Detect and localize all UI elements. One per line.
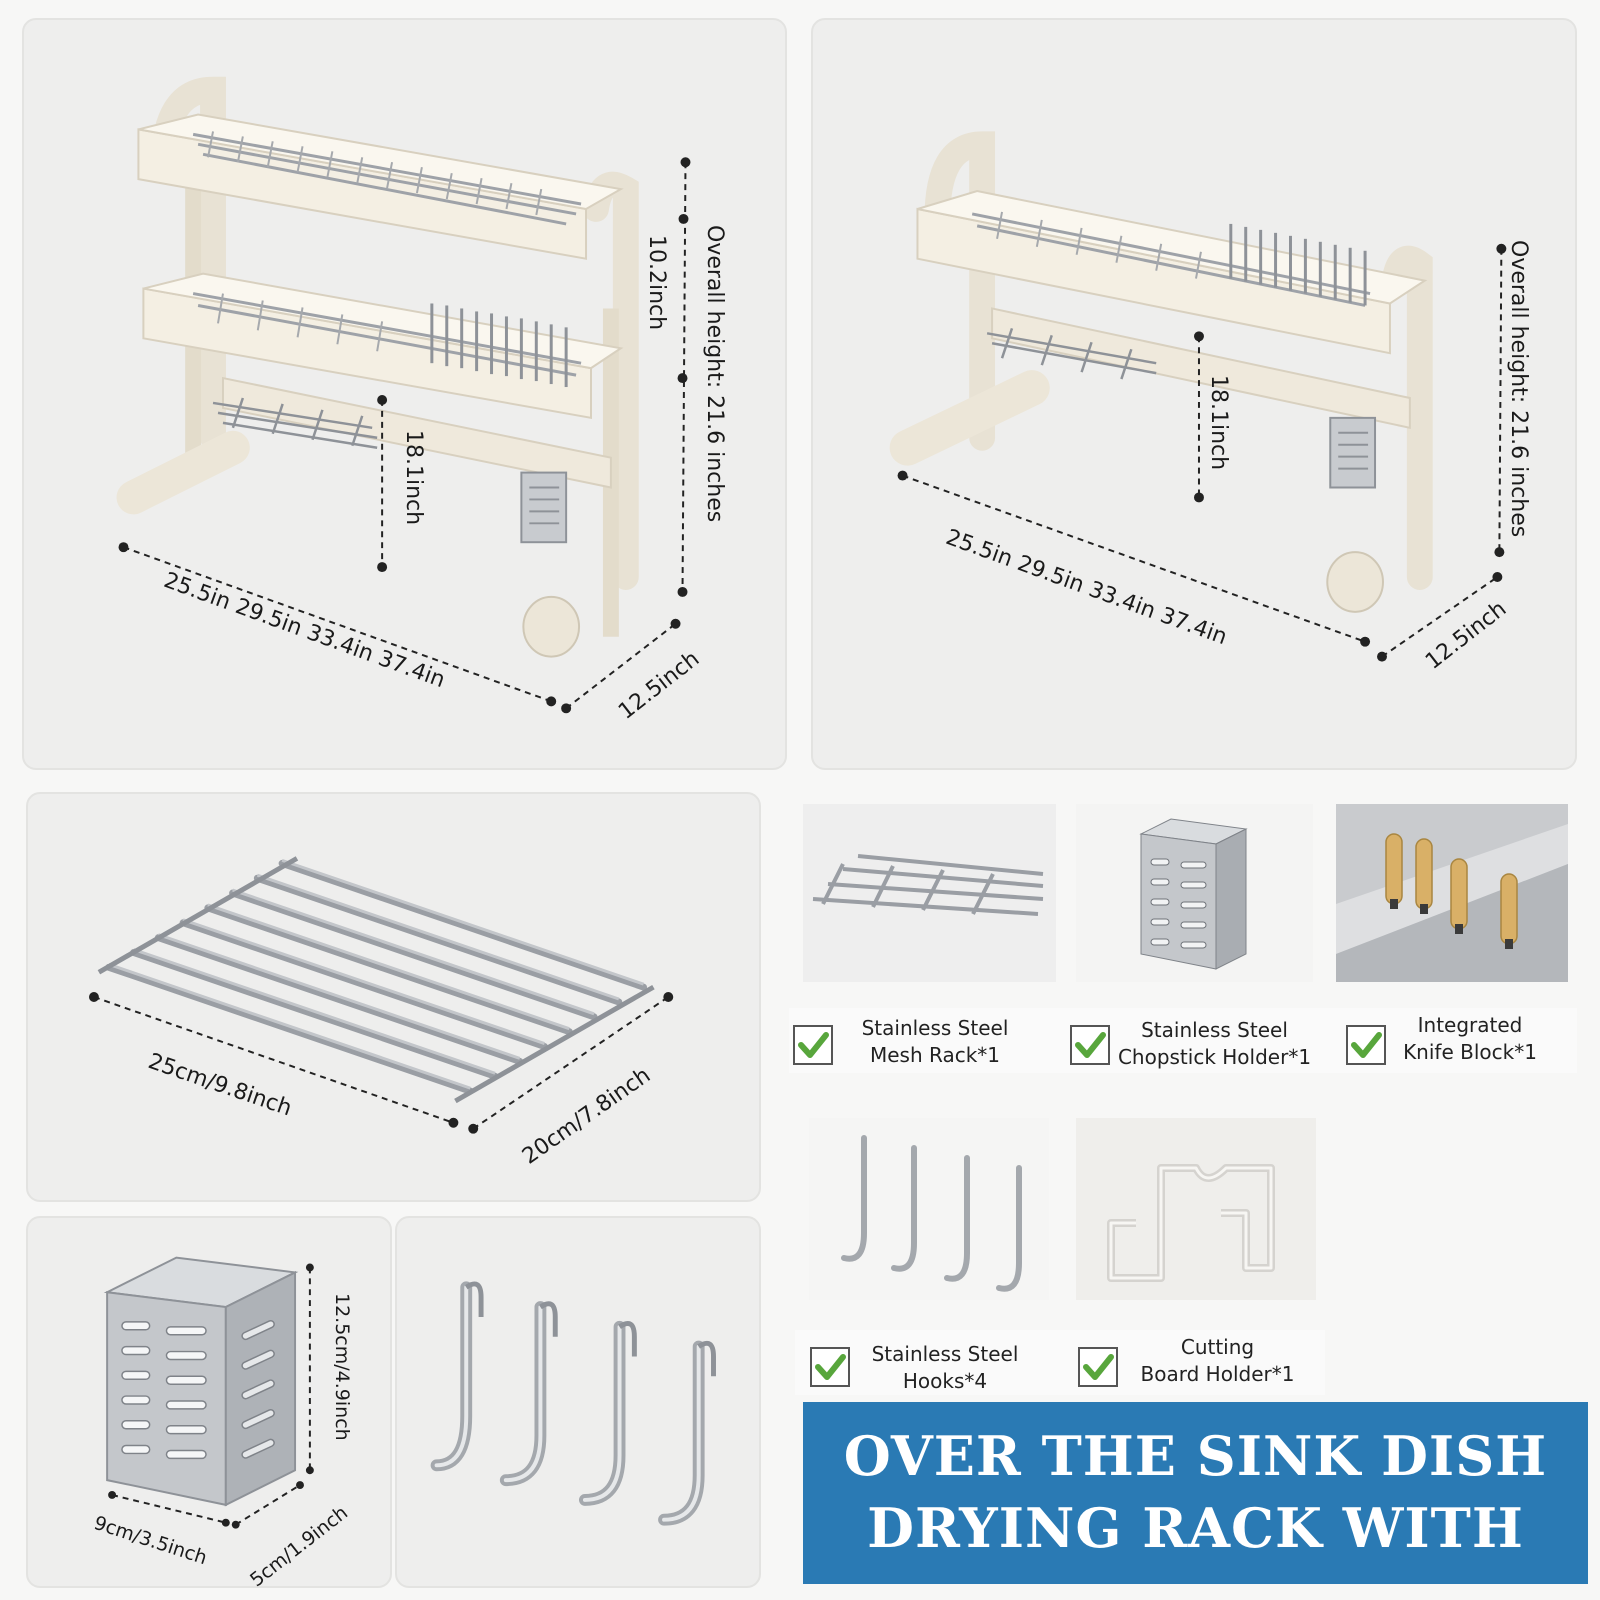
rack-dimension-panel-2: 25.5in 29.5in 33.4in 37.4in 12.5inch Ove… [811,18,1577,770]
mesh-rack-dimension-panel: 25cm/9.8inch 20cm/7.8inch [26,792,761,1202]
overall-height-label: Overall height: 21.6 inches [1506,240,1531,538]
holder-height-label: 12.5cm/4.9inch [331,1293,353,1441]
accessory-caption-row-2 [795,1330,1325,1395]
tier-height-label: 10.2inch [644,235,669,331]
accessory-label-knife-block: Integrated Knife Block*1 [1403,1013,1537,1064]
hooks-thumbnail [809,1118,1049,1300]
accessory-label-cutting-board-holder: Cutting Board Holder*1 [1140,1335,1295,1386]
banner-line-2: DRYING RACK WITH [867,1496,1524,1560]
banner-line-1: OVER THE SINK DISH [843,1424,1548,1488]
cutting-board-holder-thumbnail [1076,1118,1316,1300]
knife-block-thumbnail [1336,804,1568,982]
check-icon [1070,1025,1110,1065]
accessory-label-hooks: Stainless Steel Hooks*4 [871,1342,1019,1393]
check-icon [1078,1347,1118,1387]
single-tier-rack-illustration [889,131,1507,662]
check-icon [1346,1025,1386,1065]
accessory-caption-row-1 [789,1008,1577,1073]
mesh-rack-illustration [89,856,674,1134]
chopstick-holder-illustration [103,1256,314,1529]
hooks-panel [395,1216,761,1588]
inner-height-label: 18.1inch [1206,375,1231,471]
two-tier-rack-illustration [116,76,691,714]
product-title-banner: OVER THE SINK DISH DRYING RACK WITH [803,1402,1588,1584]
accessory-label-mesh-rack: Stainless Steel Mesh Rack*1 [861,1016,1009,1067]
chopstick-holder-thumbnail [1076,804,1313,982]
overall-height-label: Overall height: 21.6 inches [702,225,727,523]
mesh-rack-thumbnail [803,804,1056,982]
rack-dimension-panel-1: 25.5in 29.5in 33.4in 37.4in 12.5inch Ove… [22,18,787,770]
accessory-label-chopstick-holder: Stainless Steel Chopstick Holder*1 [1117,1018,1312,1069]
chopstick-holder-dimension-panel: 12.5cm/4.9inch 9cm/3.5inch 5cm/1.9inch [26,1216,392,1591]
check-icon [810,1347,850,1387]
hooks-illustration [430,1281,716,1526]
check-icon [793,1025,833,1065]
inner-height-label: 18.1inch [401,430,426,526]
